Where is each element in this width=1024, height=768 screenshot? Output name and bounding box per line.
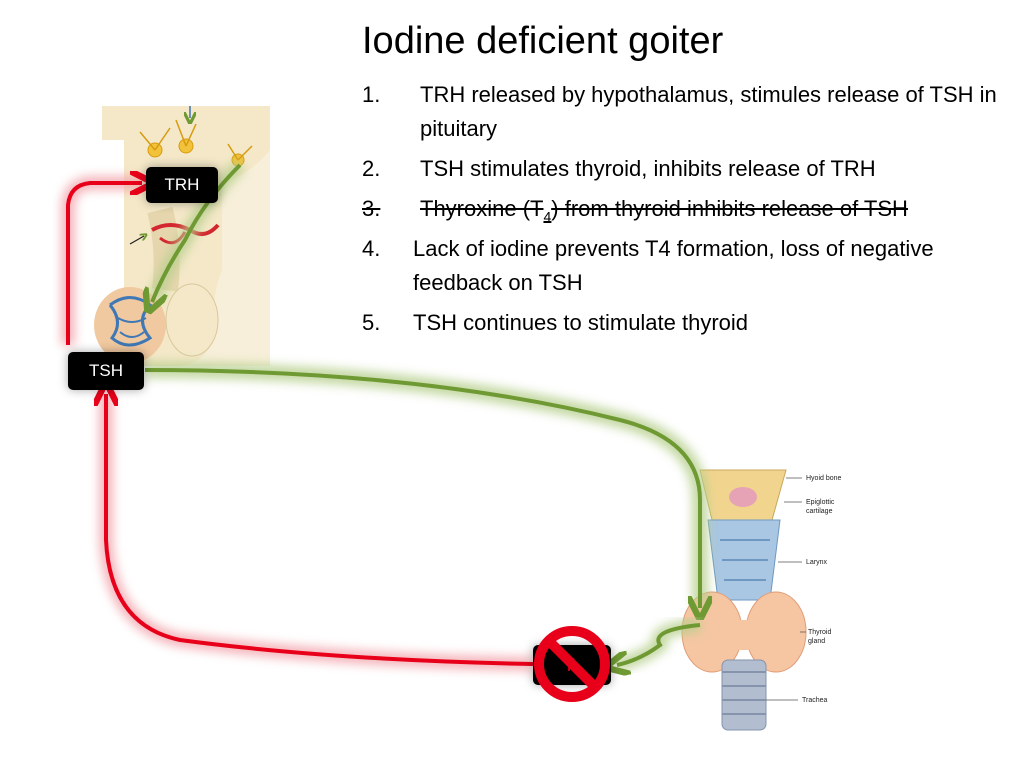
t4-to-tsh-arrow [106, 394, 534, 666]
step-1-text: TRH released by hypothalamus, stimules r… [420, 82, 997, 141]
step-3-struck: 3. Thyroxine (T4) from thyroid inhibits … [362, 192, 1002, 226]
steps-list: 1. TRH released by hypothalamus, stimule… [362, 78, 1002, 346]
pituitary-vessels [108, 296, 153, 347]
step-3-text-before: Thyroxine (T [420, 196, 544, 221]
slide-title: Iodine deficient goiter [362, 20, 724, 62]
step-1: 1. TRH released by hypothalamus, stimule… [362, 78, 1002, 146]
epiglottis [729, 487, 757, 507]
dendrites [139, 119, 253, 161]
posterior-pituitary [165, 283, 219, 357]
thyroid-isthmus [724, 620, 764, 650]
step-5: 5. TSH continues to stimulate thyroid [362, 306, 1002, 340]
trh-to-pituitary-arrow [152, 163, 242, 302]
thyroid-gland-label: gland [808, 638, 826, 645]
thyroid-label: Thyroid [808, 629, 832, 636]
thyroid-illustration [681, 469, 807, 731]
trachea-label: Trachea [802, 697, 828, 704]
trachea [721, 659, 767, 731]
stimulation-arrows [144, 160, 701, 665]
trh-label: TRH [146, 167, 218, 203]
step-4-text: Lack of iodine prevents T4 formation, lo… [413, 236, 934, 295]
thyroid-to-t4-arrow [617, 623, 701, 665]
hyoid-bone-label: Hyoid bone [806, 475, 842, 482]
step-4-number: 4. [362, 236, 381, 261]
step-3-text: Thyroxine (T4) from thyroid inhibits rel… [362, 192, 1002, 226]
label-leaders [766, 477, 806, 701]
tsh-label: TSH [68, 352, 144, 390]
step-5-number: 5. [362, 310, 381, 335]
step-2: 2. TSH stimulates thyroid, inhibits rele… [362, 152, 1002, 186]
step-3-number: 3. [362, 196, 381, 221]
step-2-number: 2. [362, 156, 381, 181]
step-3-subscript: 4 [543, 208, 552, 225]
tsh-to-trh-arrow [66, 183, 142, 345]
step-2-text: TSH stimulates thyroid, inhibits release… [420, 156, 876, 181]
step-3-text-after: ) from thyroid inhibits release of TSH [551, 196, 908, 221]
step-4: 4. Lack of iodine prevents T4 formation,… [362, 232, 1002, 300]
feedback-arrows [61, 183, 534, 671]
epiglottic-label: Epiglottic [806, 499, 835, 506]
tsh-to-thyroid-arrow [144, 368, 700, 608]
prohibition-sign-icon [534, 626, 610, 702]
step-5-text: TSH continues to stimulate thyroid [413, 310, 749, 335]
step-1-number: 1. [362, 82, 381, 107]
larynx-label: Larynx [806, 559, 828, 566]
small-pointer-icon [129, 236, 144, 245]
epiglottic-cartilage-label: cartilage [806, 508, 833, 515]
